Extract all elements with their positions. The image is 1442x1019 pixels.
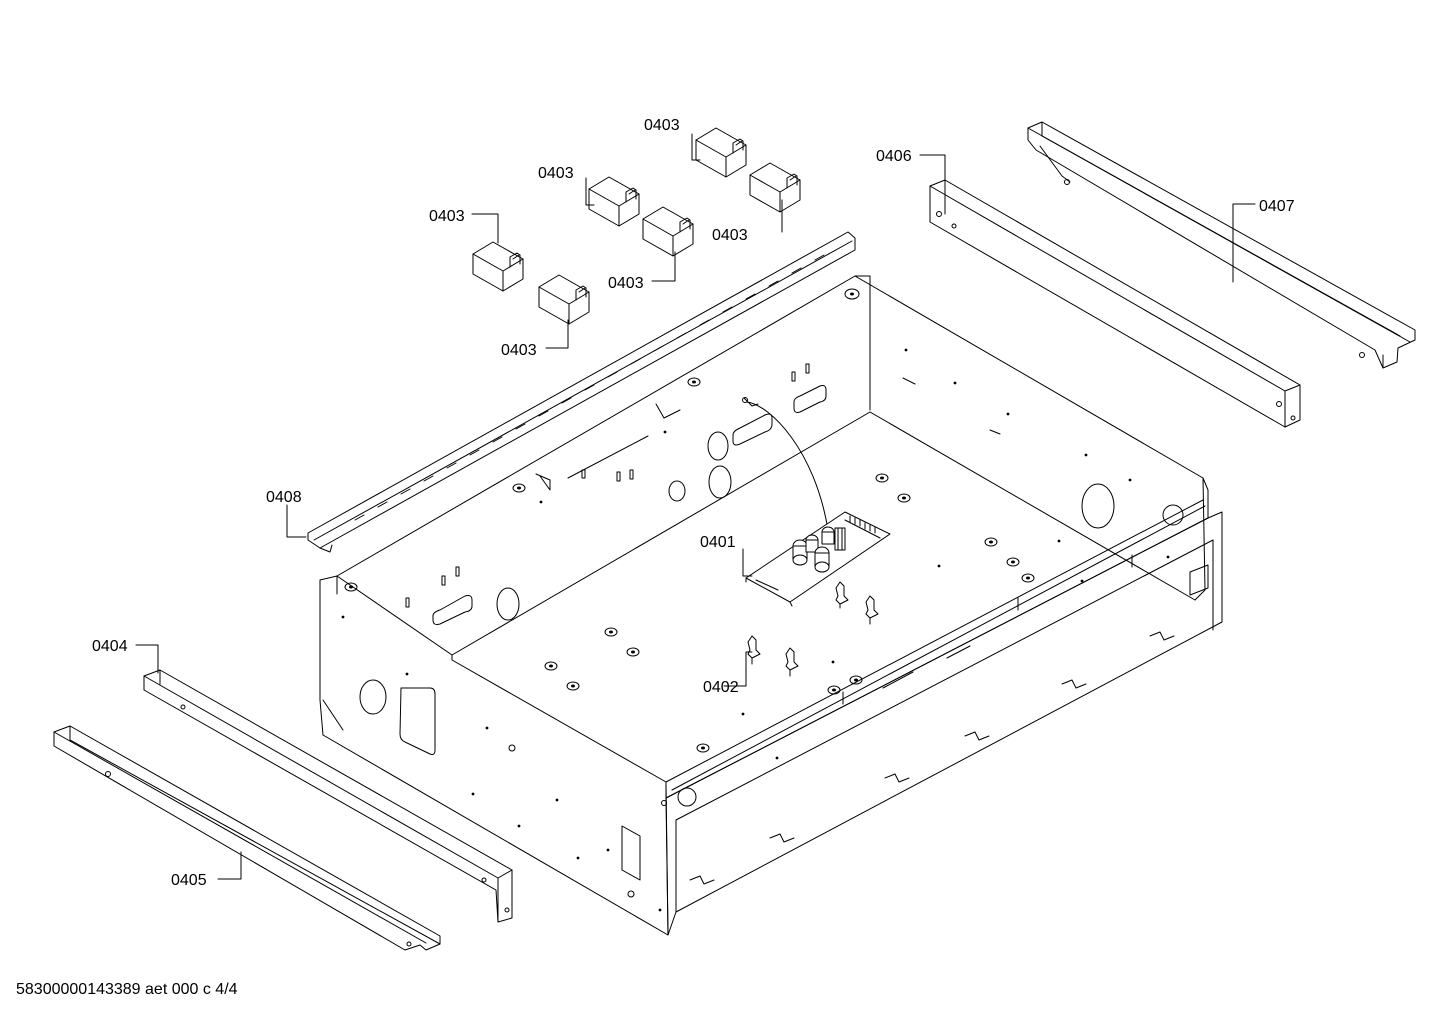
drawer-housing bbox=[319, 275, 1223, 936]
label-0403-a: 0403 bbox=[644, 117, 680, 134]
bracket-0403-1 bbox=[695, 127, 747, 178]
bracket-0403-6 bbox=[538, 274, 590, 325]
leader-lines bbox=[135, 133, 1256, 880]
part-0401-pcb[interactable] bbox=[742, 397, 891, 607]
part-0402-clips[interactable] bbox=[747, 581, 879, 677]
label-0402: 0402 bbox=[703, 679, 739, 696]
clip-1 bbox=[747, 635, 761, 665]
clip-2 bbox=[785, 647, 799, 677]
clip-4 bbox=[865, 595, 879, 625]
part-0408-rail[interactable] bbox=[307, 231, 856, 553]
label-0403-e: 0403 bbox=[608, 275, 644, 292]
part-0407-rail[interactable] bbox=[1027, 121, 1416, 369]
part-0405-rail[interactable] bbox=[53, 725, 441, 951]
label-0403-d: 0403 bbox=[712, 227, 748, 244]
part-labels: 0403 0403 0403 0403 0403 0403 0406 0407 … bbox=[92, 117, 1295, 889]
label-0401: 0401 bbox=[700, 534, 736, 551]
clip-3 bbox=[835, 581, 849, 609]
housing-holes bbox=[341, 348, 1170, 912]
bracket-0403-4 bbox=[642, 206, 694, 257]
floor-fasteners bbox=[344, 288, 1035, 753]
label-0405: 0405 bbox=[171, 872, 207, 889]
housing-front-wall bbox=[665, 511, 1223, 936]
label-0403-c: 0403 bbox=[429, 208, 465, 225]
label-0406: 0406 bbox=[876, 148, 912, 165]
bracket-0403-3 bbox=[588, 176, 640, 227]
label-0403-b: 0403 bbox=[538, 165, 574, 182]
drawing-id-footer: 58300000143389 aet 000 c 4/4 bbox=[16, 981, 238, 998]
bracket-0403-5 bbox=[472, 241, 524, 292]
part-0404-rail[interactable] bbox=[143, 669, 513, 923]
label-0404: 0404 bbox=[92, 638, 128, 655]
label-0408: 0408 bbox=[266, 489, 302, 506]
housing-back-wall bbox=[336, 275, 1204, 577]
part-0403-brackets[interactable] bbox=[472, 127, 801, 325]
label-0403-f: 0403 bbox=[501, 342, 537, 359]
part-0406-panel[interactable] bbox=[929, 179, 1301, 428]
label-0407: 0407 bbox=[1259, 198, 1295, 215]
bracket-0403-2 bbox=[749, 162, 801, 213]
